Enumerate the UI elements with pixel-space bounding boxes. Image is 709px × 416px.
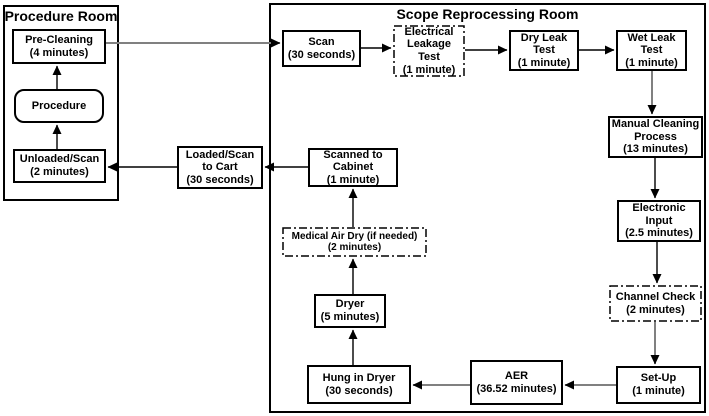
node-time: (1 minute) bbox=[402, 63, 456, 76]
node-time: (1 minute) bbox=[625, 56, 678, 69]
node-label: Scanned to Cabinet bbox=[323, 148, 383, 174]
node-time: (1 minute) bbox=[632, 385, 685, 397]
node-manual-cleaning-process: Manual Cleaning Process (13 minutes) bbox=[608, 116, 703, 158]
node-label: Medical Air Dry (if needed) bbox=[291, 230, 418, 242]
node-medical-air-dry: Medical Air Dry (if needed) (2 minutes) bbox=[282, 227, 427, 257]
node-procedure: Procedure bbox=[14, 89, 104, 123]
node-label: Channel Check bbox=[615, 290, 696, 303]
node-time: (2 minutes) bbox=[30, 166, 89, 178]
node-electrical-leakage-test: Electrical Leakage Test (1 minute) bbox=[393, 25, 465, 77]
node-time: (5 minutes) bbox=[320, 311, 380, 323]
node-label: Unloaded/Scan bbox=[19, 153, 100, 166]
scope-reprocessing-room-title: Scope Reprocessing Room bbox=[396, 6, 579, 22]
node-wet-leak-test: Wet Leak Test (1 minute) bbox=[616, 30, 687, 71]
procedure-room-container bbox=[3, 5, 119, 201]
node-label: Electronic Input bbox=[632, 202, 686, 227]
node-channel-check: Channel Check (2 minutes) bbox=[609, 285, 702, 322]
node-electronic-input: Electronic Input (2.5 minutes) bbox=[617, 200, 701, 242]
procedure-room-title: Procedure Room bbox=[4, 8, 118, 24]
node-label: AER bbox=[504, 369, 529, 382]
node-time: (30 seconds) bbox=[186, 173, 254, 186]
node-label: Procedure bbox=[31, 99, 87, 112]
node-hung-in-dryer: Hung in Dryer (30 seconds) bbox=[307, 365, 411, 404]
node-set-up: Set-Up (1 minute) bbox=[616, 366, 701, 404]
node-time: (1 minute) bbox=[326, 173, 380, 186]
node-scanned-to-cabinet: Scanned to Cabinet (1 minute) bbox=[308, 148, 398, 187]
node-dryer: Dryer (5 minutes) bbox=[314, 294, 386, 328]
node-label: Loaded/Scan to Cart bbox=[185, 148, 255, 174]
node-time: (36.52 minutes) bbox=[476, 382, 557, 395]
node-label: Dry Leak Test bbox=[520, 31, 568, 57]
node-loaded-scan-to-cart: Loaded/Scan to Cart (30 seconds) bbox=[177, 146, 263, 189]
node-label: Manual Cleaning Process bbox=[611, 118, 700, 143]
node-aer: AER (36.52 minutes) bbox=[470, 360, 563, 405]
node-scan: Scan (30 seconds) bbox=[282, 30, 361, 67]
node-label: Wet Leak Test bbox=[627, 31, 676, 57]
node-time: (2 minutes) bbox=[626, 303, 685, 316]
node-label: Hung in Dryer bbox=[322, 371, 396, 384]
node-dry-leak-test: Dry Leak Test (1 minute) bbox=[509, 30, 579, 71]
node-time: (2.5 minutes) bbox=[625, 227, 693, 240]
node-label: Set-Up bbox=[640, 372, 677, 385]
node-label: Pre-Cleaning bbox=[25, 33, 93, 46]
node-pre-cleaning: Pre-Cleaning (4 minutes) bbox=[12, 29, 106, 64]
node-label: Dryer bbox=[335, 298, 365, 311]
node-time: (13 minutes) bbox=[623, 143, 688, 156]
node-time: (1 minute) bbox=[517, 56, 571, 69]
node-time: (2 minutes) bbox=[327, 242, 382, 253]
node-time: (4 minutes) bbox=[29, 46, 89, 59]
node-label: Electrical Leakage Test bbox=[404, 25, 454, 63]
node-time: (30 seconds) bbox=[325, 384, 393, 397]
node-unloaded-scan: Unloaded/Scan (2 minutes) bbox=[13, 149, 106, 183]
node-label: Scan bbox=[308, 35, 335, 48]
scope-reprocessing-room-container bbox=[269, 3, 706, 413]
node-time: (30 seconds) bbox=[287, 48, 356, 61]
